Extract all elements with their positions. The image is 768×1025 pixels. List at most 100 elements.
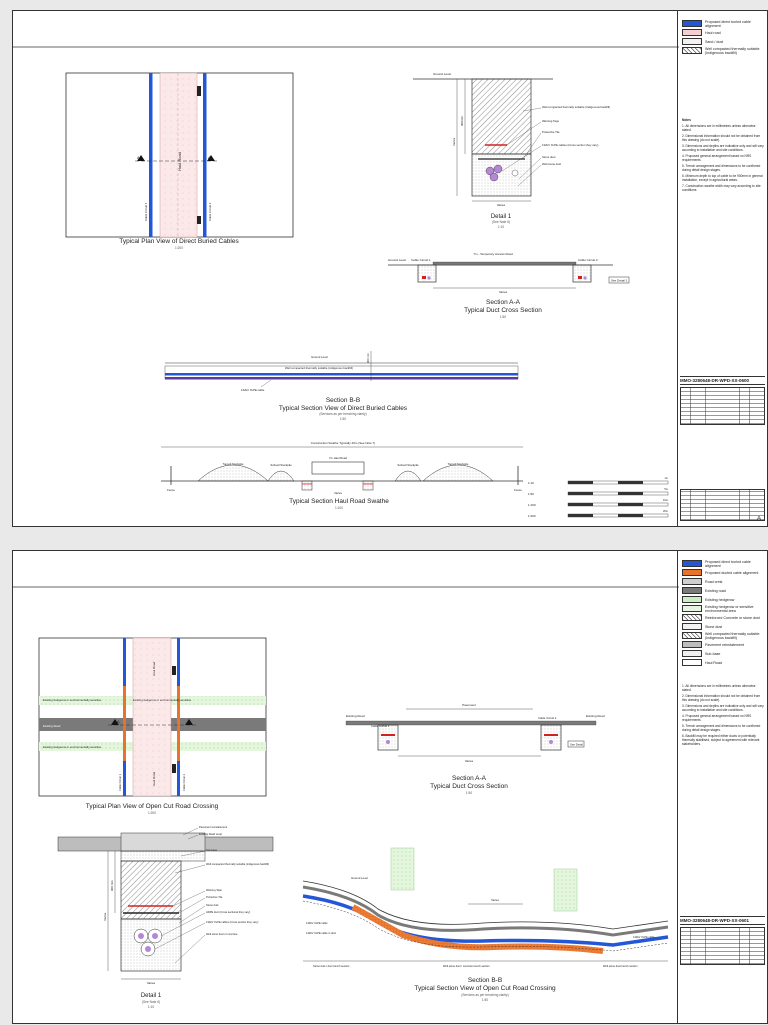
plan-cable-right-label: Cable Circuit 2: [208, 202, 212, 221]
note-item: 1. All dimensions are in millimetres unl…: [682, 123, 756, 132]
legend-label: Existing hedgerow or sensitive environme…: [705, 604, 754, 613]
title-block-sheet-1: Proposed direct buried cable alignment H…: [677, 11, 767, 526]
legend-label: Stone dust: [705, 624, 723, 629]
section-b-title-1: Section B-B: [326, 397, 360, 404]
section2a-cable1: Cable Circuit 1: [371, 724, 390, 728]
section2a-road-right: Existing Road: [586, 714, 605, 718]
section-a-a-duct-cross: Ground Level 7m - Temporary Access Road …: [388, 252, 630, 319]
legend-label: Reinforced Concrete or stone dust: [705, 615, 760, 620]
legend-label: Road crest: [705, 579, 723, 584]
plan2-cable-left: Cable Circuit 1: [118, 773, 122, 791]
section-a-cable1: Cable Circuit 1: [411, 258, 431, 262]
scale-bar-ratio: 1:200: [528, 514, 536, 518]
detail1-title: Detail 1: [491, 214, 512, 220]
legend-label: Proposed ducted cable alignment: [705, 570, 759, 575]
haul-fence-left: Fence: [167, 488, 175, 492]
scale-bar-end: 20m: [663, 509, 668, 513]
plan2-haul-road-bot: Haul Road: [152, 771, 156, 786]
haul-subsoil-right: Subsoil Stockpile: [397, 463, 419, 467]
section-a-scale: 1:50: [500, 315, 506, 319]
scale-bar-row: 1:10 1m: [528, 476, 669, 485]
detail1-callout-3: Protective Tile: [542, 130, 560, 134]
scale-bar-end: 1m: [664, 476, 668, 480]
section2b-footer-mid: Well stone duct / concrete trench sectio…: [443, 964, 490, 968]
plan-view-scale: 1:200: [175, 246, 183, 250]
legend-item: Existing road: [682, 586, 767, 595]
notes-block: Notes 1. All dimensions are in millimetr…: [682, 118, 764, 195]
haul-title: Typical Section Haul Road Swathe: [289, 498, 389, 505]
plan2-scale: 1:200: [148, 811, 156, 815]
revision-letter: A: [756, 516, 761, 522]
section2a-title-2: Typical Duct Cross Section: [430, 783, 508, 790]
notes-block-2: 1. All dimensions are in millimetres unl…: [682, 684, 764, 749]
section2b-ground: Ground Level: [351, 876, 368, 880]
detail2-callout: HDPE duct (Cross sectional they vary): [206, 910, 250, 914]
note-item: 2. Dimensional information should not be…: [682, 133, 761, 142]
note-item: 4. Proposed general arrangement based on…: [682, 154, 752, 162]
note-item: 7. Construction swathe width may vary ac…: [682, 184, 761, 193]
plan2-haul-road-top: Haul Road: [152, 661, 156, 676]
title-block-sheet-2: Proposed direct buried cable alignment P…: [677, 551, 767, 1023]
note-item: 4. Proposed general arrangement based on…: [682, 714, 752, 723]
legend-item: Pavement reinstatement: [682, 640, 767, 649]
detail1-scale: 1:10: [498, 225, 504, 229]
scale-bar-ratio: 1:10: [528, 481, 534, 485]
section-b-depth: 900 min: [366, 353, 370, 363]
detail1-callout-6: Well stone dust: [542, 162, 561, 166]
legend-label: Haul Road: [705, 660, 722, 665]
detail2-callout: 132kV XLPE cables (Cross section they va…: [206, 920, 258, 924]
detail2-dim-depth: Varies: [103, 912, 107, 921]
legend-label: Haul road: [705, 30, 721, 35]
drawing-sheet-1: A A Haul Road Cable Circuit 1 Cable Circ…: [12, 10, 768, 527]
plan2-title: Typical Plan View of Open Cut Road Cross…: [86, 803, 219, 810]
section2b-dim-top: Varies: [491, 898, 499, 902]
section2a-cable2: Cable Circuit 2: [538, 716, 557, 720]
note-item: 6. Backfill may be required either ducts…: [682, 734, 760, 747]
section-b-ground: Ground Level: [311, 355, 328, 359]
haul-topsoil-left: Topsoil Stockpile: [223, 462, 244, 466]
legend-item: Stone dust: [682, 622, 767, 631]
section-b-b-road-crossing: Varies Ground Level 132kV XLPE cable 132…: [302, 847, 669, 1002]
legend-item: Haul road: [682, 28, 767, 37]
legend-item: Existing hedgerow or sensitive environme…: [682, 604, 767, 613]
section2a-road: Pavement: [462, 703, 476, 707]
detail1-dim-depth2: 900mm: [460, 115, 464, 126]
section-a-cable2: Cable Circuit 2: [578, 258, 598, 262]
legend-item: Sand / dust: [682, 37, 767, 46]
haul-road-label: 7m Haul Road: [329, 456, 347, 460]
plan-section-mark-left: A: [137, 155, 140, 160]
legend-label: Sand / dust: [705, 39, 724, 44]
plan-view-title: Typical Plan View of Direct Buried Cable…: [119, 238, 239, 245]
detail1-dim-depth: Varies: [452, 137, 456, 146]
section2a-title-1: Section A-A: [452, 775, 487, 782]
note-item: 2. Dimensional information should not be…: [682, 694, 761, 702]
detail2-callout: Sub-base: [206, 848, 218, 852]
section-b-scale: 1:50: [340, 417, 346, 421]
haul-subsoil-left: Subsoil Stockpile: [270, 463, 292, 467]
section-a-dim: Varies: [499, 290, 508, 294]
legend-item: Proposed direct buried cable alignment: [682, 559, 767, 568]
note-item: 6. Minimum depth to top of cable to be 9…: [682, 174, 763, 183]
detail2-callout: Well compacted thermally suitable (indig…: [206, 862, 269, 866]
detail-1-direct-buried: Ground Level Varies 900mm Varies: [413, 72, 610, 229]
haul-road-swathe-section: Construction Swathe Typically 40m (See N…: [161, 441, 523, 510]
section2b-footer-left: Stone dust / duct trench section: [313, 964, 350, 968]
legend-label: Proposed direct buried cable alignment: [705, 19, 751, 28]
scale-bar-ratio: 1:50: [528, 492, 534, 496]
note-item: 1. All dimensions are in millimetres unl…: [682, 684, 756, 692]
note-item: 3. Dimensions and depths are indicative …: [682, 143, 764, 152]
revision-table: [680, 387, 765, 425]
detail2-ref: (See Note 6): [142, 1000, 160, 1004]
plan2-hedge-top: Existing hedgerow or environmentally sen…: [133, 698, 192, 702]
drawing-number-2: MMO-3280648-DR-WPD-XX-0601: [680, 916, 765, 925]
detail2-dim-depth2: 900 min: [110, 880, 114, 891]
plan2-hedge-top-left: Existing hedgerow or environmentally sen…: [43, 698, 102, 702]
scale-bars: 1:10 1m 1:50 5m 1:100 10m 1:200: [528, 476, 669, 518]
legend-label: Well compacted thermally suitable (Indig…: [705, 631, 760, 640]
detail2-callout: Stone dust: [206, 903, 219, 907]
section2b-sub: (Services as per trenching clarity): [461, 993, 508, 997]
detail1-callout-2: Warning Tape: [542, 119, 560, 123]
note-item: 5. Trench arrangement and dimensions to …: [682, 164, 761, 172]
revision-table-2: [680, 927, 765, 965]
detail1-callout-5: Stone dust: [542, 155, 556, 159]
